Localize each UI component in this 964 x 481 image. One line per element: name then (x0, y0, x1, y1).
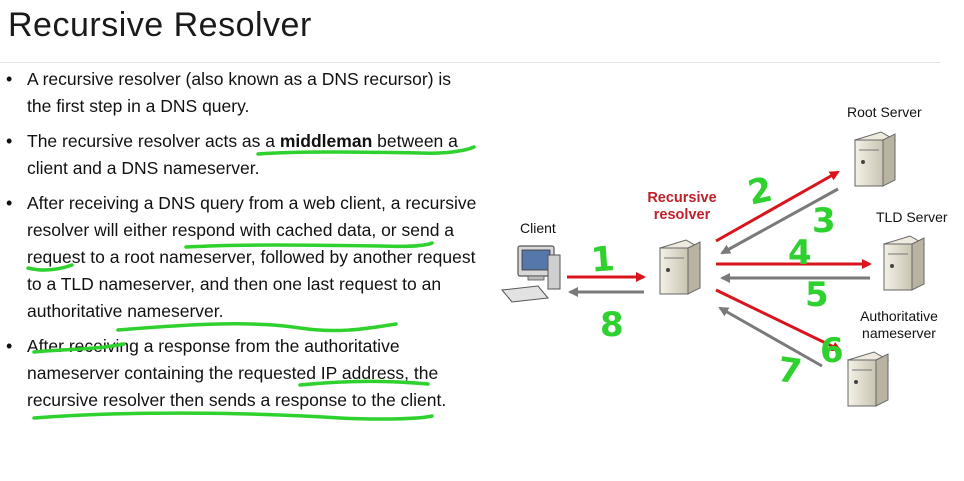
flow-arrows (567, 170, 872, 368)
authoritative-label-line1: Authoritative (860, 308, 938, 324)
title-divider (0, 62, 940, 63)
bullet-text: After receiving a DNS query from a web c… (27, 193, 477, 321)
bullet-text-post: between a client and a DNS nameserver. (27, 131, 458, 178)
step-number: 8 (600, 305, 624, 345)
step-number: 3 (812, 201, 836, 241)
bullet-text: A recursive resolver (also known as a DN… (27, 69, 452, 116)
bullet-list: A recursive resolver (also known as a DN… (0, 66, 480, 422)
step-number: 5 (805, 275, 829, 315)
arrow-authoritative-to-resolver (718, 306, 823, 368)
step-number: 4 (788, 233, 812, 273)
authoritative-server-icon (846, 351, 890, 407)
step-number: 2 (744, 170, 775, 214)
bullet-item: After receiving a DNS query from a web c… (0, 190, 480, 325)
root-server-icon (853, 131, 897, 187)
tld-server-icon (882, 235, 926, 291)
step-number: 1 (590, 239, 616, 281)
arrow-root-to-resolver (720, 187, 839, 255)
bullet-item: After receiving a response from the auth… (0, 333, 480, 414)
bullet-item: A recursive resolver (also known as a DN… (0, 66, 480, 120)
resolver-label: Recursive resolver (632, 190, 732, 224)
tld-server-label: TLD Server (876, 209, 948, 225)
resolver-label-line2: resolver (653, 207, 711, 223)
resolver-server-icon (658, 239, 702, 295)
bullet-text-pre: The recursive resolver acts as a (27, 131, 280, 151)
bullet-text: After receiving a response from the auth… (27, 336, 447, 410)
step-number: 7 (775, 350, 804, 393)
authoritative-label-line2: nameserver (862, 325, 936, 341)
client-computer-icon (501, 245, 561, 303)
bullet-item: The recursive resolver acts as a middlem… (0, 128, 480, 182)
handwritten-underlines (26, 145, 476, 421)
step-number: 6 (820, 331, 844, 371)
bullet-text-bold: middleman (279, 131, 373, 151)
arrow-resolver-to-authoritative (715, 288, 842, 352)
arrow-resolver-to-root (715, 170, 840, 243)
resolver-label-line1: Recursive (647, 190, 717, 206)
authoritative-label: Authoritative nameserver (852, 308, 946, 342)
root-server-label: Root Server (847, 104, 922, 120)
client-label: Client (520, 220, 556, 236)
page-title: Recursive Resolver (8, 6, 312, 44)
